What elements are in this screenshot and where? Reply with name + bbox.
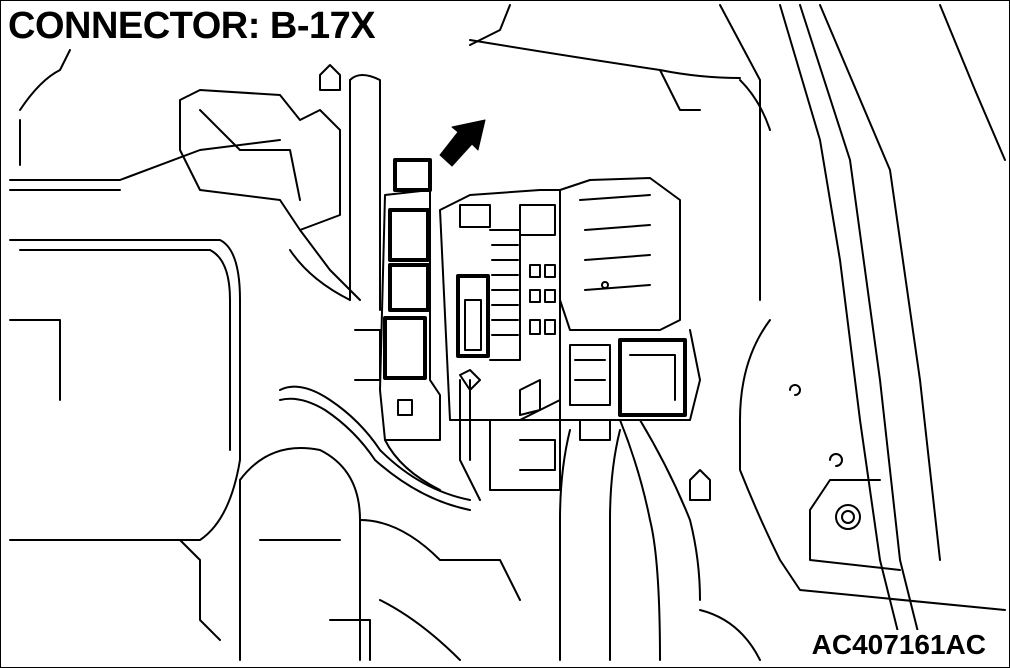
arrow-pointer-icon [439,119,486,167]
body-panel-lines [9,4,1006,641]
figure-code: AC407161AC [807,630,986,660]
relay-highlight [569,338,687,417]
diagram-title: CONNECTOR: B-17X [8,6,382,46]
hose-vertical [349,74,381,381]
lower-engine-parts [179,447,761,661]
relay-box [439,189,561,421]
air-intake-duct [179,64,361,301]
reservoir-tank [9,239,241,541]
control-module-cover [559,177,701,421]
wire-harness [279,379,711,661]
connector-b17x [379,158,441,491]
